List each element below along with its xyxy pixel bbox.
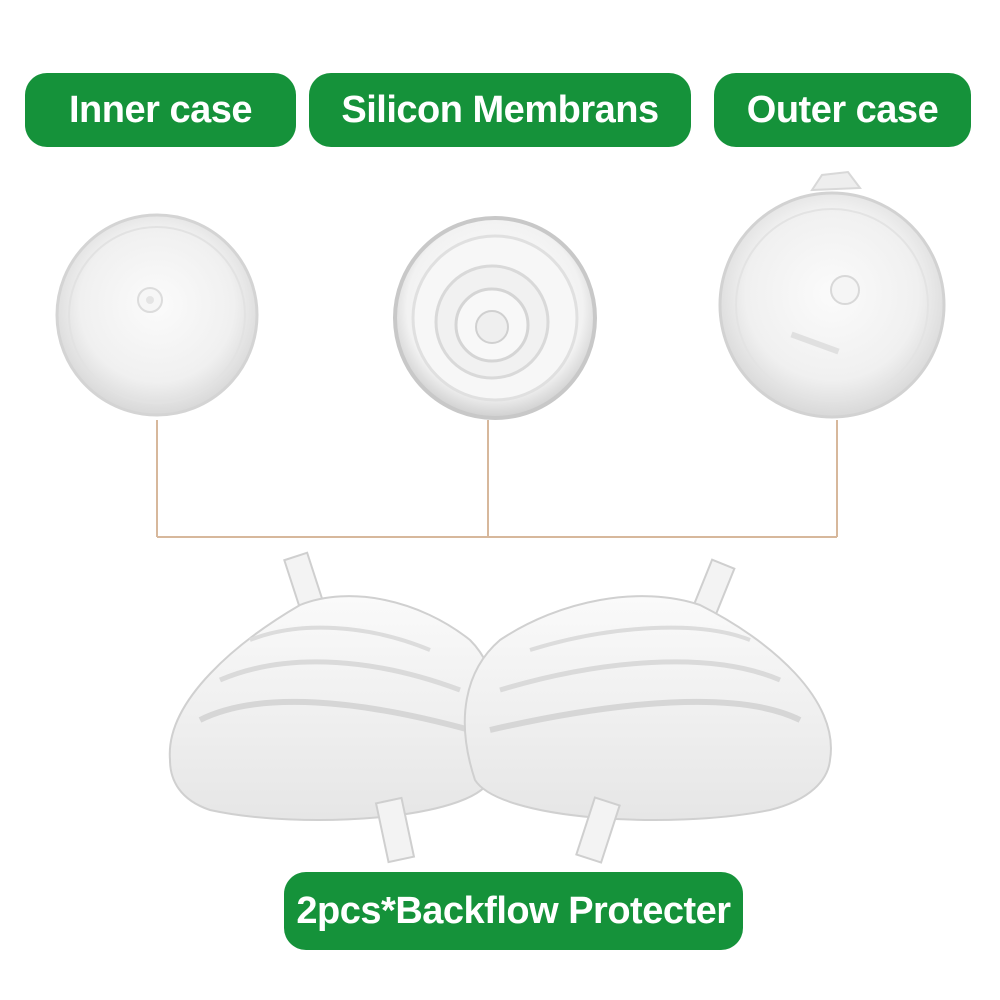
backflow-protector-left	[168, 551, 500, 864]
connector-lines	[156, 420, 838, 538]
inner-case-label: Inner case	[25, 73, 296, 147]
silicon-membrane-label-text: Silicon Membrans	[341, 88, 659, 131]
backflow-protector-label-text: 2pcs*Backflow Protecter	[296, 889, 731, 932]
backflow-protector-label: 2pcs*Backflow Protecter	[284, 872, 743, 950]
silicon-membrane-image	[393, 216, 597, 420]
backflow-protector-right	[463, 558, 832, 864]
outer-case-label: Outer case	[714, 73, 971, 147]
inner-case-image	[55, 213, 259, 417]
outer-case-image	[718, 170, 946, 419]
silicon-membrane-label: Silicon Membrans	[309, 73, 691, 147]
inner-case-label-text: Inner case	[69, 88, 253, 131]
outer-case-label-text: Outer case	[746, 88, 939, 131]
